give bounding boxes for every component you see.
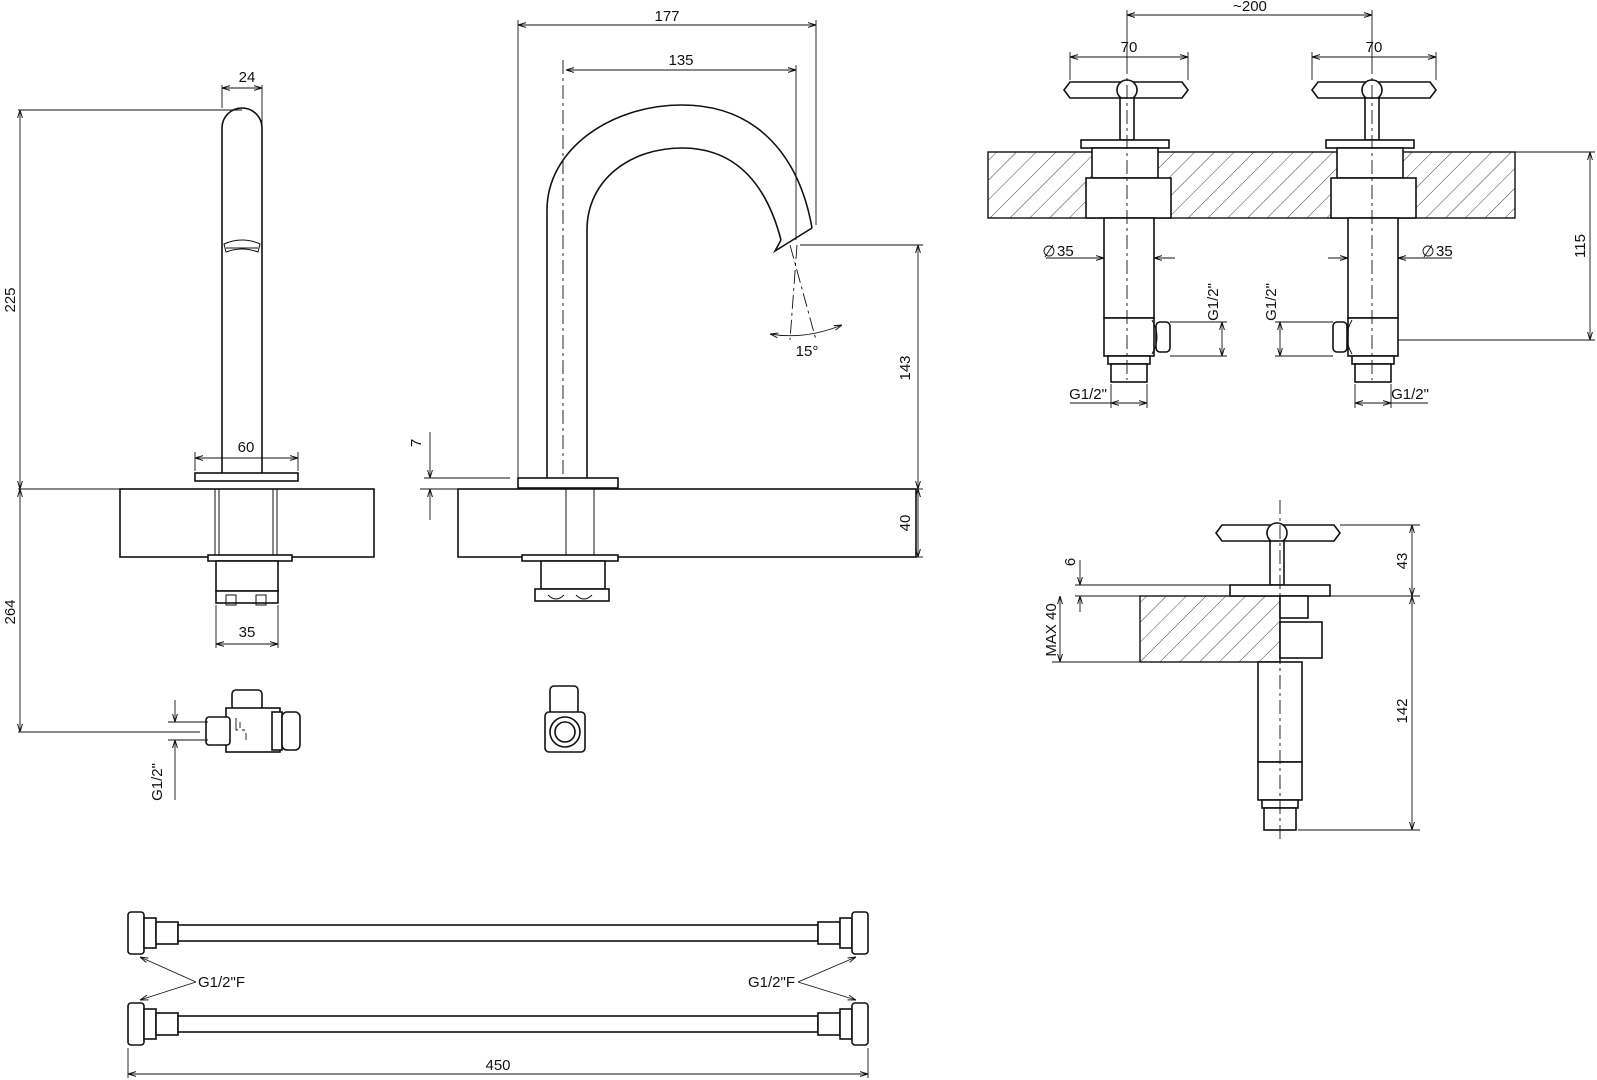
hose-top xyxy=(127,911,869,955)
dim-264: 264 xyxy=(2,599,19,624)
spout-inner xyxy=(586,147,782,478)
dim-15deg: 15° xyxy=(796,343,819,360)
dim-60: 60 xyxy=(238,439,255,456)
dim-35-right: 35 xyxy=(1436,243,1453,260)
dim-200: ~200 xyxy=(1233,0,1267,15)
hoses: G1/2"F G1/2"F 450 xyxy=(127,911,869,1078)
inlet-fitting xyxy=(205,689,301,753)
dim-225: 225 xyxy=(2,287,19,312)
label-g12f-right: G1/2"F xyxy=(748,974,795,991)
dim-max-40: MAX 40 xyxy=(1043,603,1060,656)
spout-tube xyxy=(221,107,263,473)
base-flange xyxy=(194,472,299,482)
dim-g12-left-v: G1/2" xyxy=(1205,283,1222,321)
dim-43: 43 xyxy=(1394,553,1411,570)
valve-section: 43 142 6 MAX 40 xyxy=(1043,500,1420,840)
side-fitting xyxy=(544,685,586,753)
dim-70-left: 70 xyxy=(1121,39,1138,56)
dim-115: 115 xyxy=(1572,234,1589,258)
dim-24: 24 xyxy=(239,69,256,86)
spout-outer xyxy=(546,104,813,478)
dim-g12-front: G1/2" xyxy=(149,763,166,801)
valve-counter xyxy=(987,151,1516,219)
dim-143: 143 xyxy=(897,355,914,380)
aerator xyxy=(223,239,261,253)
front-view: 24 225 60 264 35 G1/2" xyxy=(2,69,375,801)
dim-6: 6 xyxy=(1062,558,1079,566)
dim-g12-right-h: G1/2" xyxy=(1391,386,1429,403)
left-valve xyxy=(1063,79,1189,383)
side-counter xyxy=(457,488,917,558)
dim-40-side: 40 xyxy=(897,515,914,532)
dim-135: 135 xyxy=(668,52,693,69)
dim-g12-left-h: G1/2" xyxy=(1069,386,1107,403)
hose-bottom xyxy=(127,1002,869,1046)
dim-142: 142 xyxy=(1394,698,1411,723)
dim-g12-right-v: G1/2" xyxy=(1263,283,1280,321)
dim-7: 7 xyxy=(408,439,425,447)
dim-35: 35 xyxy=(239,624,256,641)
side-view: 177 135 143 40 7 15° xyxy=(408,8,923,753)
right-valve xyxy=(1311,79,1437,383)
dim-177: 177 xyxy=(654,8,679,25)
side-base-flange xyxy=(517,477,619,489)
counter-top xyxy=(119,488,375,558)
dim-450: 450 xyxy=(485,1057,510,1074)
dim-35-left: 35 xyxy=(1057,243,1074,260)
dim-70-right: 70 xyxy=(1366,39,1383,56)
valve-pair: ~200 70 70 35 35 115 G1/2" xyxy=(987,0,1595,408)
label-g12f-left: G1/2"F xyxy=(198,974,245,991)
